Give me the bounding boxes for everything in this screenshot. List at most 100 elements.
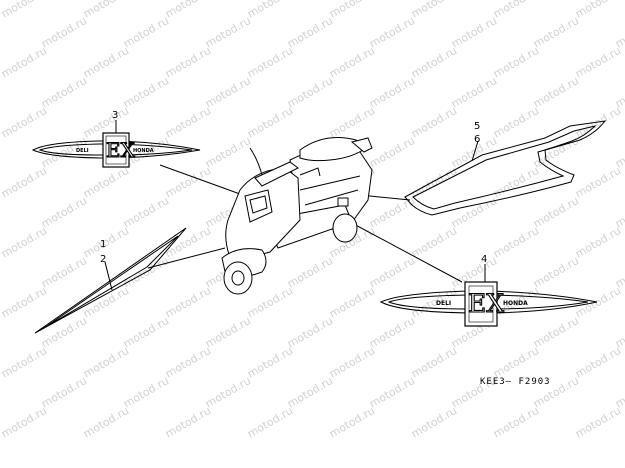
watermark-text: motod.ru [163, 164, 213, 200]
emblem-3-right-text: HONDA [133, 148, 154, 154]
watermark-text: motod.ru [409, 44, 459, 80]
callout-6: 6 [474, 134, 480, 145]
watermark-text: motod.ru [285, 314, 335, 350]
watermark-text: motod.ru [573, 284, 623, 320]
watermark-text: motod.ru [367, 134, 417, 170]
watermark-text: motod.ru [203, 314, 253, 350]
emblem-3: DELI EX HONDA [31, 120, 201, 168]
watermark-text: motod.ru [81, 0, 131, 21]
watermark-text: motod.ru [449, 14, 499, 50]
watermark-text: motod.ru [203, 374, 253, 410]
watermark-text: motod.ru [163, 284, 213, 320]
emblem-4-center-text: EX [468, 289, 504, 318]
watermark-text: motod.ru [203, 74, 253, 110]
emblem-3-center-text: EX [106, 138, 136, 162]
watermark-text: motod.ru [121, 194, 171, 230]
watermark-text: motod.ru [327, 404, 377, 440]
emblem-3-left-text: DELI [76, 148, 89, 154]
watermark-text: motod.ru [163, 0, 213, 21]
emblem-4-right-text: HONDA [503, 300, 528, 307]
watermark-text: motod.ru [39, 74, 89, 110]
watermark-text: motod.ru [531, 194, 581, 230]
watermark-text: motod.ru [0, 344, 49, 380]
watermark-text: motod.ru [0, 404, 49, 440]
watermark-text: motod.ru [491, 344, 541, 380]
callout-1: 1 [100, 239, 106, 250]
watermark-text: motod.ru [327, 284, 377, 320]
watermark-text: motod.ru [531, 314, 581, 350]
watermark-text: motod.ru [163, 104, 213, 140]
scooter-illustration [221, 137, 373, 295]
watermark-text: motod.ru [163, 224, 213, 260]
watermark-text: motod.ru [203, 134, 253, 170]
watermark-text: motod.ru [491, 164, 541, 200]
watermark-text: motod.ru [285, 74, 335, 110]
watermark-text: motod.ru [0, 44, 49, 80]
watermark-text: motod.ru [327, 0, 377, 21]
watermark-text: motod.ru [81, 404, 131, 440]
watermark-text: motod.ru [409, 284, 459, 320]
watermark-text: motod.ru [491, 0, 541, 21]
watermark-text: motod.ru [0, 104, 49, 140]
watermark-text: motod.ru [245, 284, 295, 320]
watermark-text: motod.ru [245, 344, 295, 380]
watermark-text: motod.ru [245, 104, 295, 140]
emblem-4-left-text: DELI [436, 300, 451, 307]
watermark-text: motod.ru [573, 224, 623, 260]
watermark-text: motod.ru [245, 404, 295, 440]
watermark-text: motod.ru [121, 74, 171, 110]
watermark-text: motod.ru [491, 404, 541, 440]
watermark-text: motod.ru [573, 0, 623, 21]
watermark-text: motod.ru [449, 194, 499, 230]
leader-lines [147, 164, 463, 283]
watermark-text: motod.ru [327, 104, 377, 140]
watermark-text: motod.ru [531, 14, 581, 50]
watermark-text: motod.ru [245, 44, 295, 80]
watermark-text: motod.ru [0, 0, 49, 21]
emblem-4: DELI EX HONDA [379, 264, 598, 327]
callout-4: 4 [481, 254, 487, 265]
watermark-text: motod.ru [0, 164, 49, 200]
watermark-text: motod.ru [285, 374, 335, 410]
stripe-decal-left [34, 227, 187, 334]
watermark-text: motod.ru [81, 164, 131, 200]
watermark-text: motod.ru [0, 224, 49, 260]
watermark-text: motod.ru [409, 224, 459, 260]
watermark-text: motod.ru [163, 44, 213, 80]
watermark-text: motod.ru [531, 74, 581, 110]
watermark-text: motod.ru [245, 0, 295, 21]
watermark-text: motod.ru [39, 374, 89, 410]
watermark-text: motod.ru [121, 14, 171, 50]
watermark-text: motod.ru [203, 14, 253, 50]
watermark-text: motod.ru [491, 44, 541, 80]
watermark-text: motod.ru [121, 374, 171, 410]
watermark-text: motod.ru [449, 74, 499, 110]
watermark-text: motod.ru [81, 284, 131, 320]
watermark-text: motod.ru [409, 344, 459, 380]
watermark-text: motod.ru [81, 44, 131, 80]
watermark-text: motod.ru [573, 44, 623, 80]
watermark-text: motod.ru [39, 314, 89, 350]
watermark-text: motod.ru [409, 0, 459, 21]
watermark-text: motod.ru [39, 14, 89, 50]
watermark-text: motod.ru [573, 344, 623, 380]
watermark-text: motod.ru [367, 74, 417, 110]
callout-5: 5 [474, 121, 480, 132]
watermark-text: motod.ru [573, 404, 623, 440]
watermark-text: motod.ru [285, 14, 335, 50]
watermark-text: motod.ru [491, 104, 541, 140]
watermark-text: motod.ru [531, 254, 581, 290]
watermark-text: motod.ru [163, 404, 213, 440]
watermark-text: motod.ru [367, 374, 417, 410]
watermark-text: motod.ru [327, 44, 377, 80]
watermark-text: motod.ru [39, 254, 89, 290]
watermark-text: motod.ru [367, 254, 417, 290]
diagram-code: KEE3— F2903 [480, 377, 551, 387]
watermark-text: motod.ru [327, 344, 377, 380]
watermark-text: motod.ru [81, 344, 131, 380]
watermark-text: motod.ru [409, 404, 459, 440]
watermark-text: motod.ru [573, 164, 623, 200]
side-stripe-decal [404, 120, 607, 216]
watermark-text: motod.ru [367, 14, 417, 50]
